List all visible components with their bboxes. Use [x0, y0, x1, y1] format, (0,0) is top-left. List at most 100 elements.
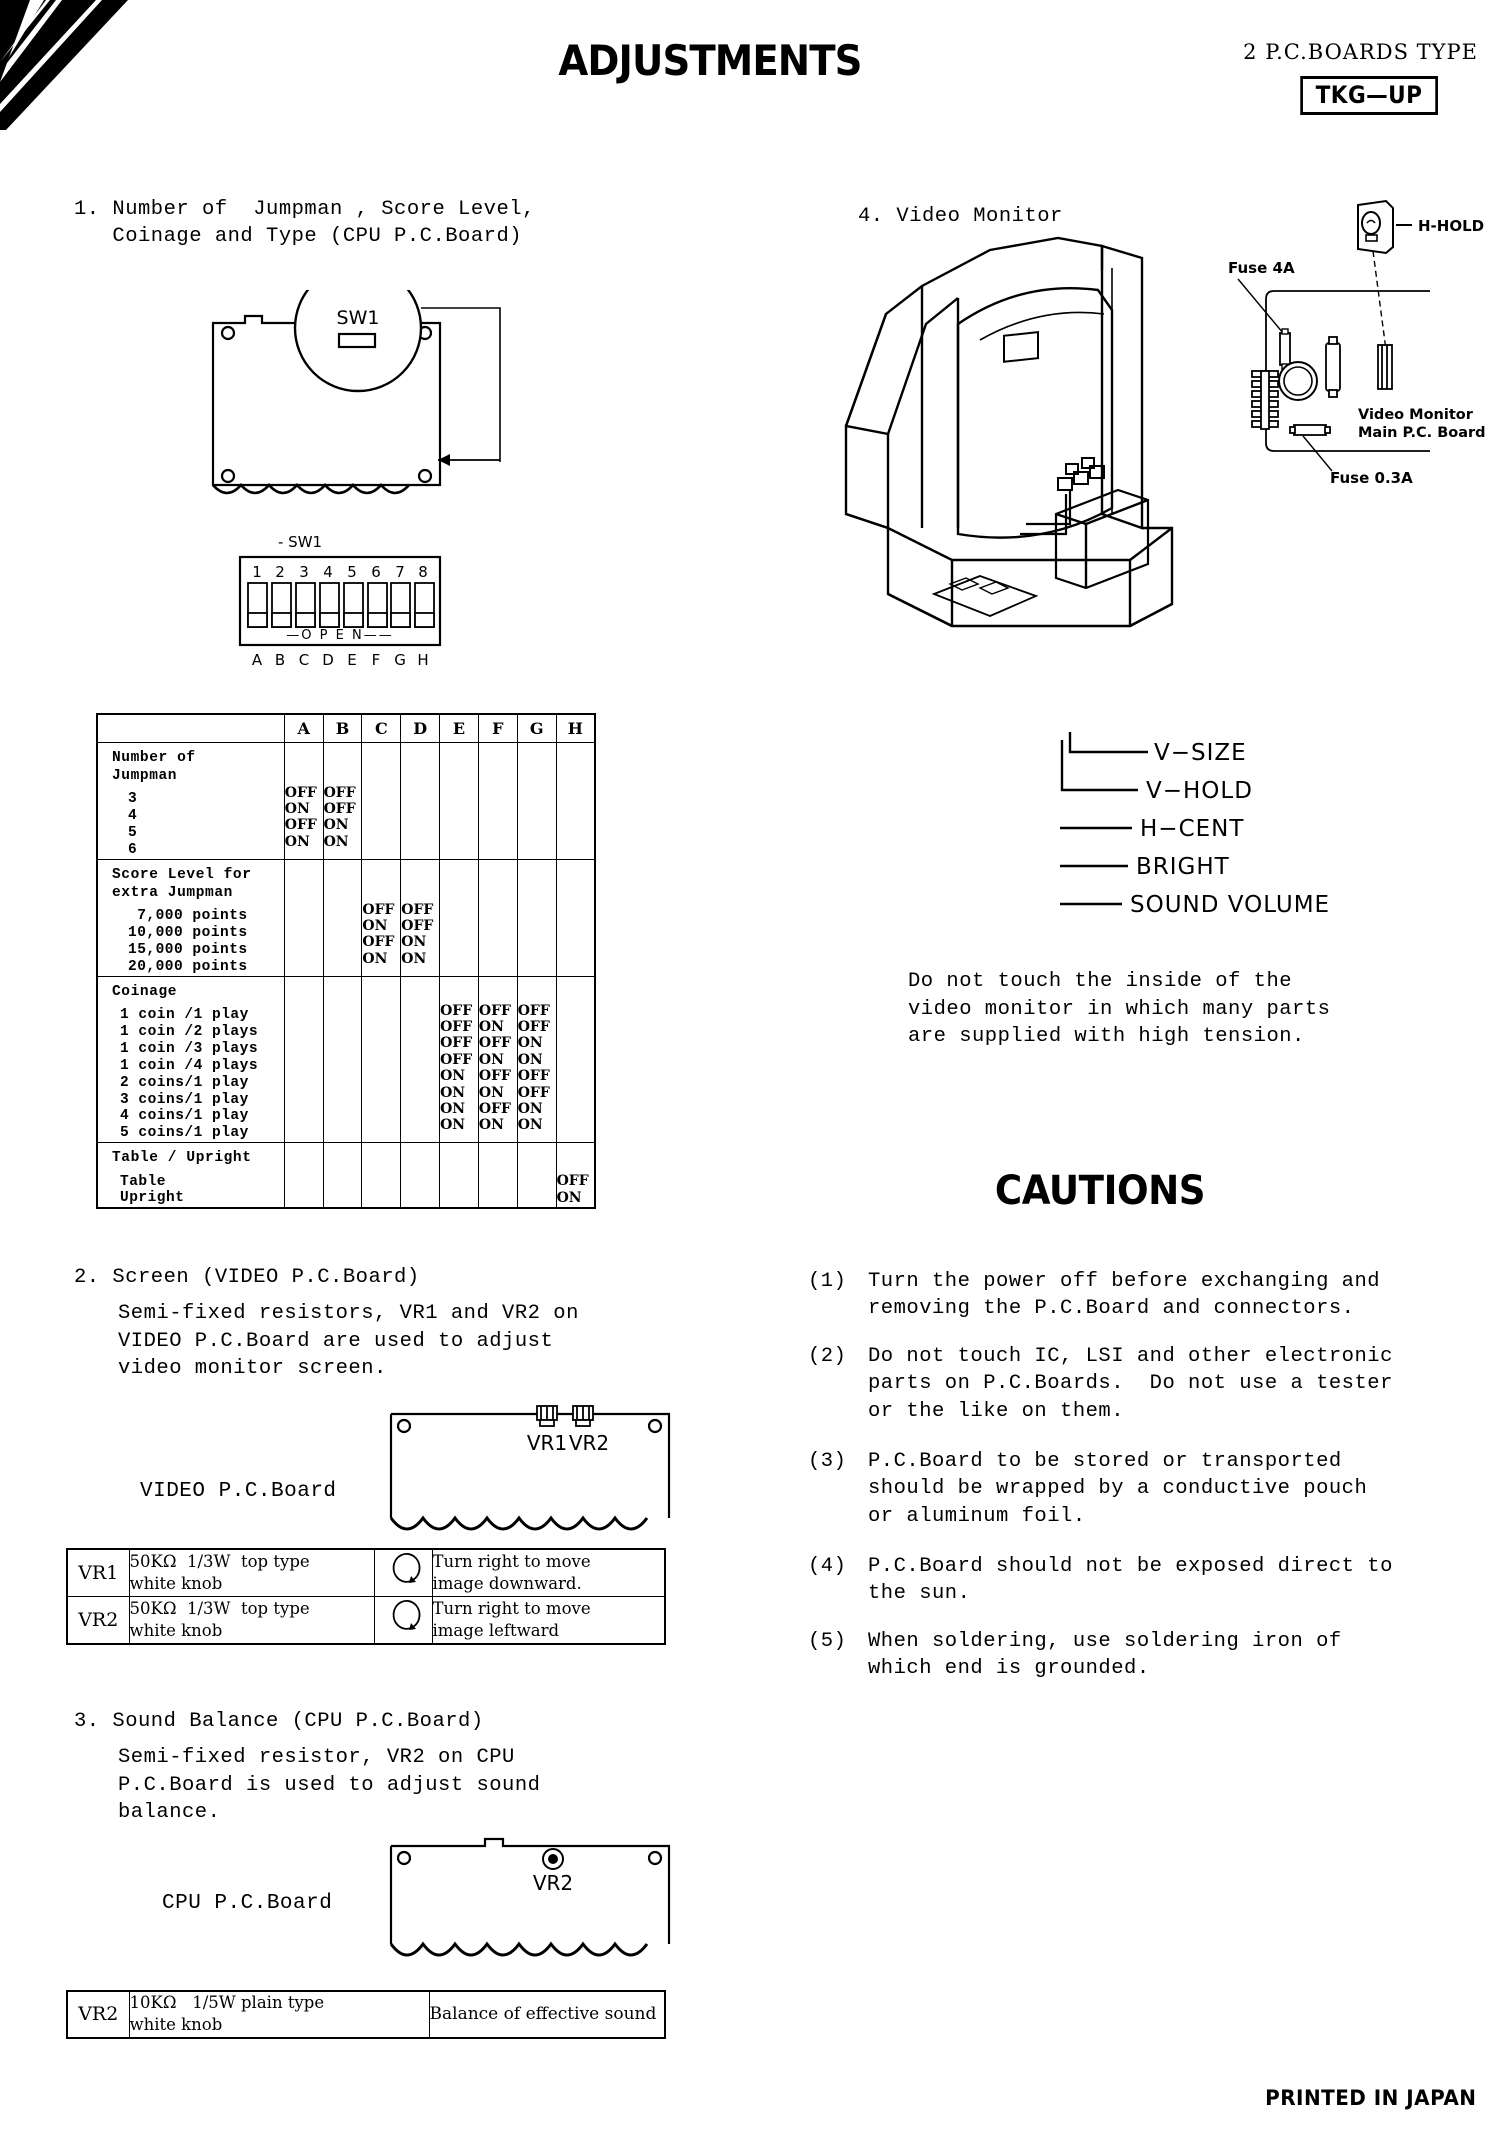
vr2-pot-label: VR2 [569, 1431, 609, 1455]
section-1-heading-line2: Coinage and Type (CPU P.C.Board) [74, 225, 523, 248]
control-label-h-cent: H−CENT [1140, 816, 1244, 842]
fuse-03a-label: Fuse 0.3A [1330, 469, 1413, 485]
table-row-cabinet-type: Table / Upright Table Upright OFF ON [96, 1142, 596, 1209]
caution-5-text: When soldering, use soldering iron of wh… [868, 1630, 1342, 1681]
cell-coinage-d [400, 975, 441, 1144]
cell-score-d: OFF OFF ON ON [400, 858, 441, 977]
cell-jumpman-h [555, 741, 596, 860]
cpu-board-label: CPU P.C.Board [162, 1892, 333, 1915]
caution-1-number: (1) [808, 1270, 847, 1293]
caution-3-text: P.C.Board to be stored or transported sh… [868, 1450, 1368, 1528]
cell-coinage-a [283, 975, 324, 1144]
group-rows: Table Upright [120, 1173, 185, 1207]
group-rows: 7,000 points 10,000 points 15,000 points… [128, 907, 248, 975]
svg-text:D: D [322, 651, 334, 669]
col-header-c: C [361, 713, 402, 743]
cell-jumpman-a: OFF ON OFF ON [283, 741, 324, 860]
rotate-cw-icon [373, 1596, 433, 1645]
cell-cabinet-c [361, 1142, 402, 1209]
vr1-id: VR1 [66, 1548, 130, 1597]
svg-text:H: H [417, 651, 428, 669]
section-2-body: Semi-fixed resistors, VR1 and VR2 on VID… [118, 1302, 579, 1381]
col-header-g: G [516, 713, 557, 743]
sw1-callout-text: SW1 [337, 307, 380, 329]
cell-score-h [555, 858, 596, 977]
svg-text:5: 5 [347, 563, 357, 581]
cell-cabinet-h: OFF ON [555, 1142, 596, 1209]
svg-text:G: G [394, 651, 406, 669]
group-label-cabinet: Table / Upright Table Upright [96, 1142, 285, 1209]
video-board-label: VIDEO P.C.Board [140, 1480, 337, 1503]
fuse-03a-icon [1289, 424, 1331, 436]
caution-3-number: (3) [808, 1450, 847, 1473]
svg-text:2: 2 [275, 563, 285, 581]
table-row-vr1: VR1 50KΩ 1/3W top type white knob Turn r… [66, 1548, 666, 1597]
col-header-f: F [477, 713, 518, 743]
dip-pointer-arrow [430, 440, 520, 485]
cell-coinage-h [555, 975, 596, 1144]
capacitor-icon [1325, 336, 1341, 398]
printed-in-japan: PRINTED IN JAPAN [1264, 2086, 1476, 2110]
rotate-cw-icon [373, 1548, 433, 1597]
svg-text:4: 4 [323, 563, 333, 581]
svg-text:F: F [372, 651, 381, 669]
cell-cabinet-e [439, 1142, 479, 1209]
col-header-a: A [283, 713, 324, 743]
table-row-score-level: Score Level for extra Jumpman 7,000 poin… [96, 858, 596, 977]
cpu-pcb-diagram: SW1 [150, 263, 570, 525]
col-header-h: H [555, 713, 596, 743]
svg-text:7: 7 [395, 563, 405, 581]
col-header-d: D [400, 713, 441, 743]
table-row-vr2-sound: VR2 10KΩ 1/5W plain type white knob Bala… [66, 1990, 666, 2039]
vr1-desc: Turn right to move image downward. [431, 1548, 666, 1597]
cell-score-f [477, 858, 518, 977]
svg-text:8: 8 [418, 563, 428, 581]
dip-bank-label: - SW1 [278, 533, 322, 551]
cell-score-g [516, 858, 557, 977]
vr2-desc: Turn right to move image leftward [431, 1596, 666, 1645]
cell-jumpman-f [477, 741, 518, 860]
group-title: Coinage [112, 983, 178, 1000]
high-tension-warning: Do not touch the inside of the video mon… [908, 970, 1331, 1049]
cell-jumpman-d [400, 741, 441, 860]
group-rows: 3 4 5 6 [128, 790, 138, 858]
caution-5-number: (5) [808, 1630, 847, 1653]
cautions-title: CAUTIONS [994, 1168, 1206, 1214]
cell-cabinet-a [283, 1142, 324, 1209]
fuse-4a-label: Fuse 4A [1228, 259, 1295, 277]
group-label-jumpman: Number of Jumpman 3 4 5 6 [96, 741, 285, 860]
cpu-pcb-sound-diagram: VR2 [385, 1832, 675, 1987]
cell-coinage-e: OFF OFF OFF OFF ON ON ON ON [439, 975, 479, 1144]
vr2-sound-spec: 10KΩ 1/5W plain type white knob [128, 1990, 430, 2039]
table-row-vr2-video: VR2 50KΩ 1/3W top type white knob Turn r… [66, 1596, 666, 1645]
vr2-spec: 50KΩ 1/3W top type white knob [128, 1596, 375, 1645]
svg-text:E: E [347, 651, 356, 669]
video-vr-spec-table: VR1 50KΩ 1/3W top type white knob Turn r… [66, 1548, 666, 1645]
monitor-board-label-line2: Main P.C. Board [1358, 425, 1486, 441]
caution-2-number: (2) [808, 1345, 847, 1368]
svg-text:C: C [299, 651, 309, 669]
h-hold-trimmer-icon [1377, 344, 1393, 390]
svg-text:1: 1 [252, 563, 262, 581]
cell-cabinet-b [322, 1142, 363, 1209]
cell-coinage-c [361, 975, 402, 1144]
cell-jumpman-b: OFF OFF ON ON [322, 741, 363, 860]
cell-jumpman-e [439, 741, 479, 860]
control-label-sound-volume: SOUND VOLUME [1130, 892, 1330, 918]
model-badge: TKG—UP [1300, 76, 1438, 115]
dip-settings-table: A B C D E F G H Number of Jumpman 3 4 5 … [96, 713, 596, 1210]
video-pcb-diagram: VR1 VR2 [385, 1400, 675, 1565]
section-3-heading: 3. Sound Balance (CPU P.C.Board) [74, 1710, 484, 1733]
group-title: Table / Upright [112, 1150, 252, 1167]
cell-score-a [283, 858, 324, 977]
cell-score-b [322, 858, 363, 977]
h-hold-label: H-HOLD [1418, 217, 1484, 235]
board-type-label: 2 P.C.BOARDS TYPE [1243, 40, 1478, 64]
table-header-row: A B C D E F G H [96, 713, 596, 743]
caution-4-text: P.C.Board should not be exposed direct t… [868, 1555, 1393, 1606]
corner-stripe-decoration [0, 0, 230, 130]
group-label-coinage: Coinage 1 coin /1 play 1 coin /2 plays 1… [96, 975, 285, 1144]
control-label-v-size: V−SIZE [1154, 740, 1247, 766]
